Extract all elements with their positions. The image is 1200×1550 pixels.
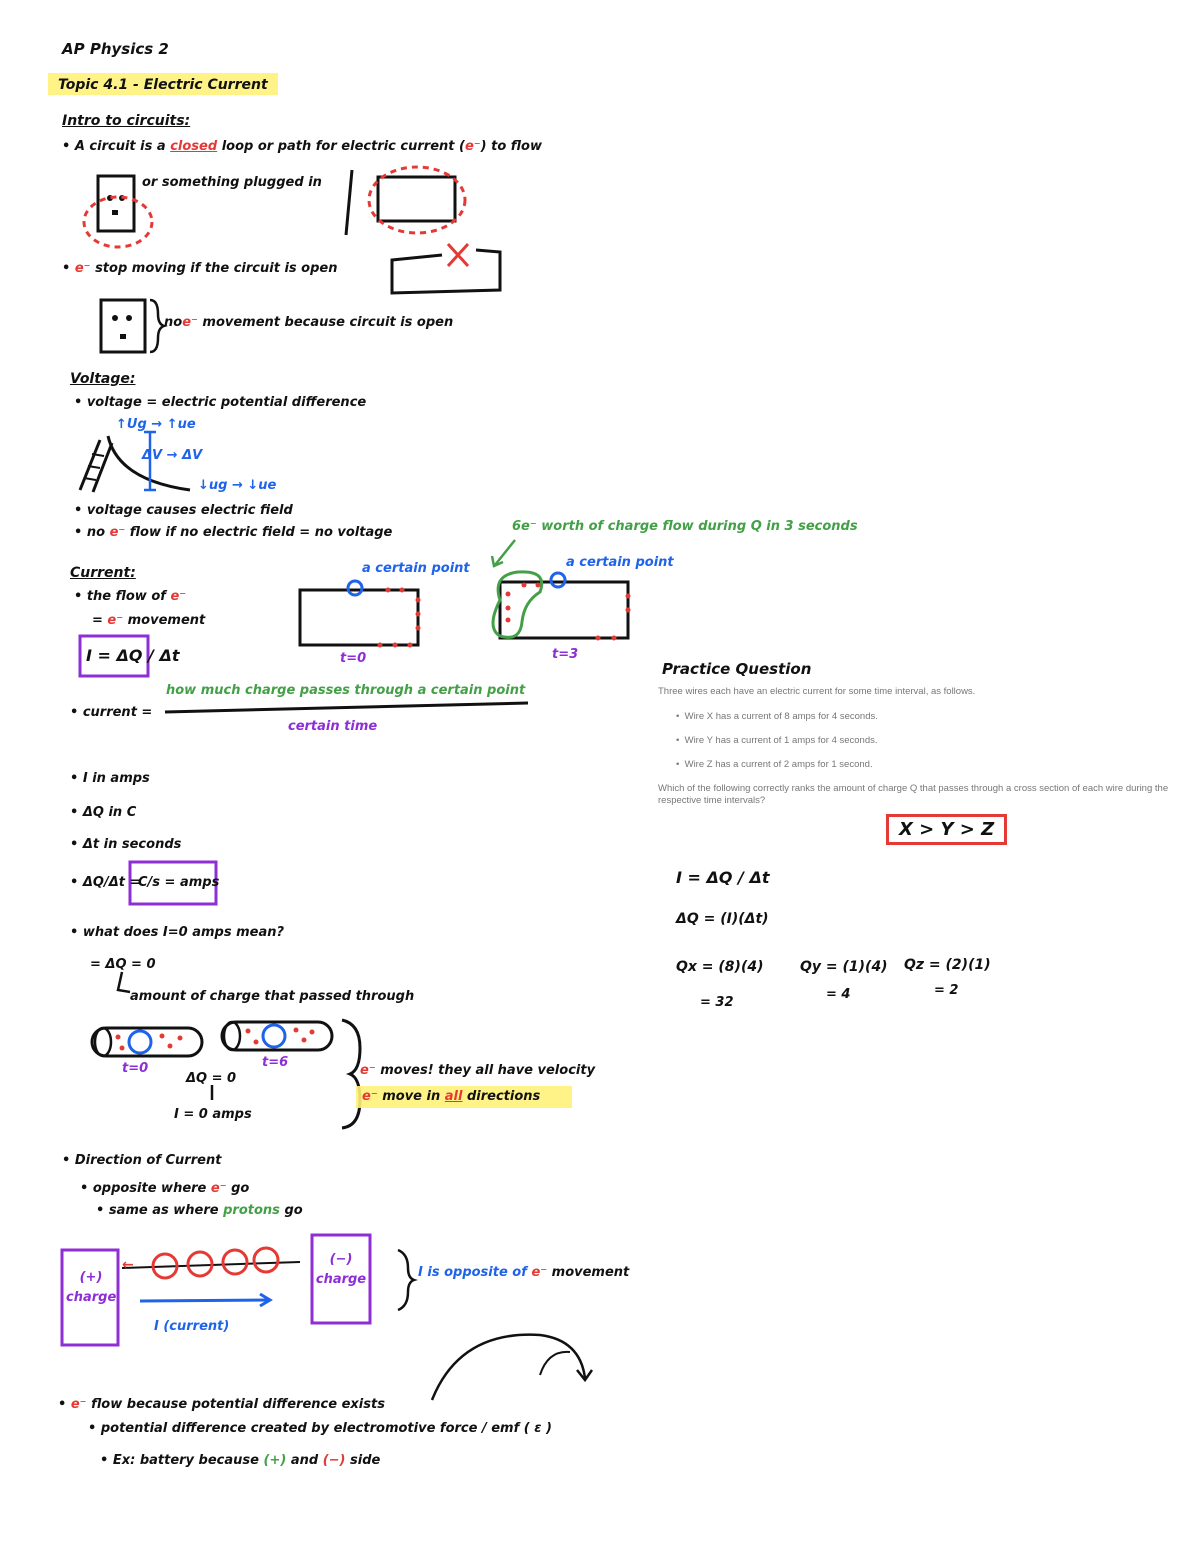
voltage-low: ↓ug → ↓ue (198, 478, 277, 493)
current-bullet-1: • the flow of e⁻ (74, 589, 187, 604)
current-definition-label: • current = (70, 705, 153, 720)
voltage-delta: ΔV → ΔV (142, 448, 203, 463)
charge-flow-note: 6e⁻ worth of charge flow during Q in 3 s… (512, 519, 858, 534)
emf-bullet-3: • Ex: battery because (+) and (−) side (100, 1453, 381, 1468)
positive-terminal-label: (+) charge (66, 1270, 117, 1305)
current-numerator: how much charge passes through a certain… (166, 683, 526, 698)
course-title: AP Physics 2 (62, 40, 169, 58)
current-denominator: certain time (288, 719, 378, 734)
work-qy-result: = 4 (826, 987, 851, 1002)
current-bullet-1b: = e⁻ movement (92, 613, 206, 628)
intro-bullet-1: • A circuit is a closed loop or path for… (62, 139, 542, 154)
opposite-note: I is opposite of e⁻ movement (418, 1265, 630, 1280)
all-directions-note: e⁻ move in all directions (362, 1089, 541, 1104)
work-rearranged: ΔQ = (I)(Δt) (676, 911, 769, 927)
work-qy: Qy = (1)(4) (800, 959, 888, 975)
circuit-t0 (298, 588, 420, 647)
dq-zero: ΔQ = 0 (186, 1071, 237, 1086)
closed-loop-highlight (82, 195, 154, 249)
practice-question: Which of the following correctly ranks t… (658, 783, 1169, 806)
unit-time: • Δt in seconds (70, 837, 182, 852)
unit-ratio-rhs: C/s = amps (138, 875, 220, 890)
work-formula: I = ΔQ / Δt (676, 868, 770, 887)
certain-point-label-t3: a certain point (566, 555, 674, 570)
direction-heading: • Direction of Current (62, 1153, 222, 1168)
voltage-bullet-3: • no e⁻ flow if no electric field = no v… (74, 525, 393, 540)
current-formula: I = ΔQ / Δt (86, 646, 180, 665)
current-arrow-label: I (current) (154, 1319, 230, 1334)
charge-group-highlight (491, 570, 544, 639)
time-label-t0: t=0 (340, 651, 367, 666)
wire-label-t0: t=0 (122, 1061, 149, 1076)
voltage-bullet-2: • voltage causes electric field (74, 503, 293, 518)
work-qx-result: = 32 (700, 995, 734, 1010)
voltage-heading: Voltage: (70, 371, 136, 387)
wire-t0 (90, 1026, 204, 1058)
emf-bullet-1: • e⁻ flow because potential difference e… (58, 1397, 385, 1412)
voltage-bullet-1: • voltage = electric potential differenc… (74, 395, 367, 410)
closed-circuit-drawing (376, 175, 457, 223)
topic-title: Topic 4.1 - Electric Current (58, 77, 268, 93)
wire-label-t6: t=6 (262, 1055, 289, 1070)
practice-answer: X > Y > Z (886, 814, 1008, 845)
direction-bullet-2: • same as where protons go (96, 1203, 303, 1218)
work-qz: Qz = (2)(1) (904, 957, 991, 973)
circuit-t3 (498, 580, 630, 640)
plug-note: or something plugged in (142, 175, 322, 190)
negative-terminal-label: (−) charge (315, 1252, 367, 1287)
practice-intro: Three wires each have an electric curren… (658, 686, 976, 697)
electron-arrow-head: ← (122, 1257, 134, 1273)
intro-bullet-2: • e⁻ stop moving if the circuit is open (62, 261, 338, 276)
time-label-t3: t=3 (552, 647, 579, 662)
unit-current: • I in amps (70, 771, 150, 786)
unit-charge: • ΔQ in C (70, 805, 137, 820)
zero-current-note: amount of charge that passed through (130, 989, 415, 1004)
practice-item-z: • Wire Z has a current of 2 amps for 1 s… (676, 759, 873, 770)
zero-current-line: = ΔQ = 0 (90, 957, 156, 972)
open-circuit-drawing (390, 248, 502, 295)
practice-item-x: • Wire X has a current of 8 amps for 4 s… (676, 711, 878, 722)
zero-current-question: • what does I=0 amps mean? (70, 925, 285, 940)
work-qz-result: = 2 (934, 983, 959, 998)
outlet-note: noe⁻ movement because circuit is open (164, 315, 454, 330)
i-zero: I = 0 amps (174, 1107, 252, 1122)
practice-title: Practice Question (662, 660, 812, 678)
outlet-drawing (96, 174, 136, 233)
outlet-drawing-open (99, 298, 147, 354)
potential-slope (106, 435, 191, 492)
wire-t6 (220, 1020, 334, 1052)
intro-heading: Intro to circuits: (62, 113, 191, 129)
electrons-moves-note: e⁻ moves! they all have velocity (360, 1063, 596, 1078)
direction-bullet-1: • opposite where e⁻ go (80, 1181, 250, 1196)
certain-point-label-t0: a certain point (362, 561, 470, 576)
emf-bullet-2: • potential difference created by electr… (88, 1421, 552, 1436)
unit-ratio-lhs: • ΔQ/Δt = (70, 875, 141, 890)
voltage-high: ↑Ug → ↑ue (116, 417, 196, 432)
current-heading: Current: (70, 565, 136, 581)
practice-item-y: • Wire Y has a current of 1 amps for 4 s… (676, 735, 878, 746)
work-qx: Qx = (8)(4) (676, 959, 764, 975)
